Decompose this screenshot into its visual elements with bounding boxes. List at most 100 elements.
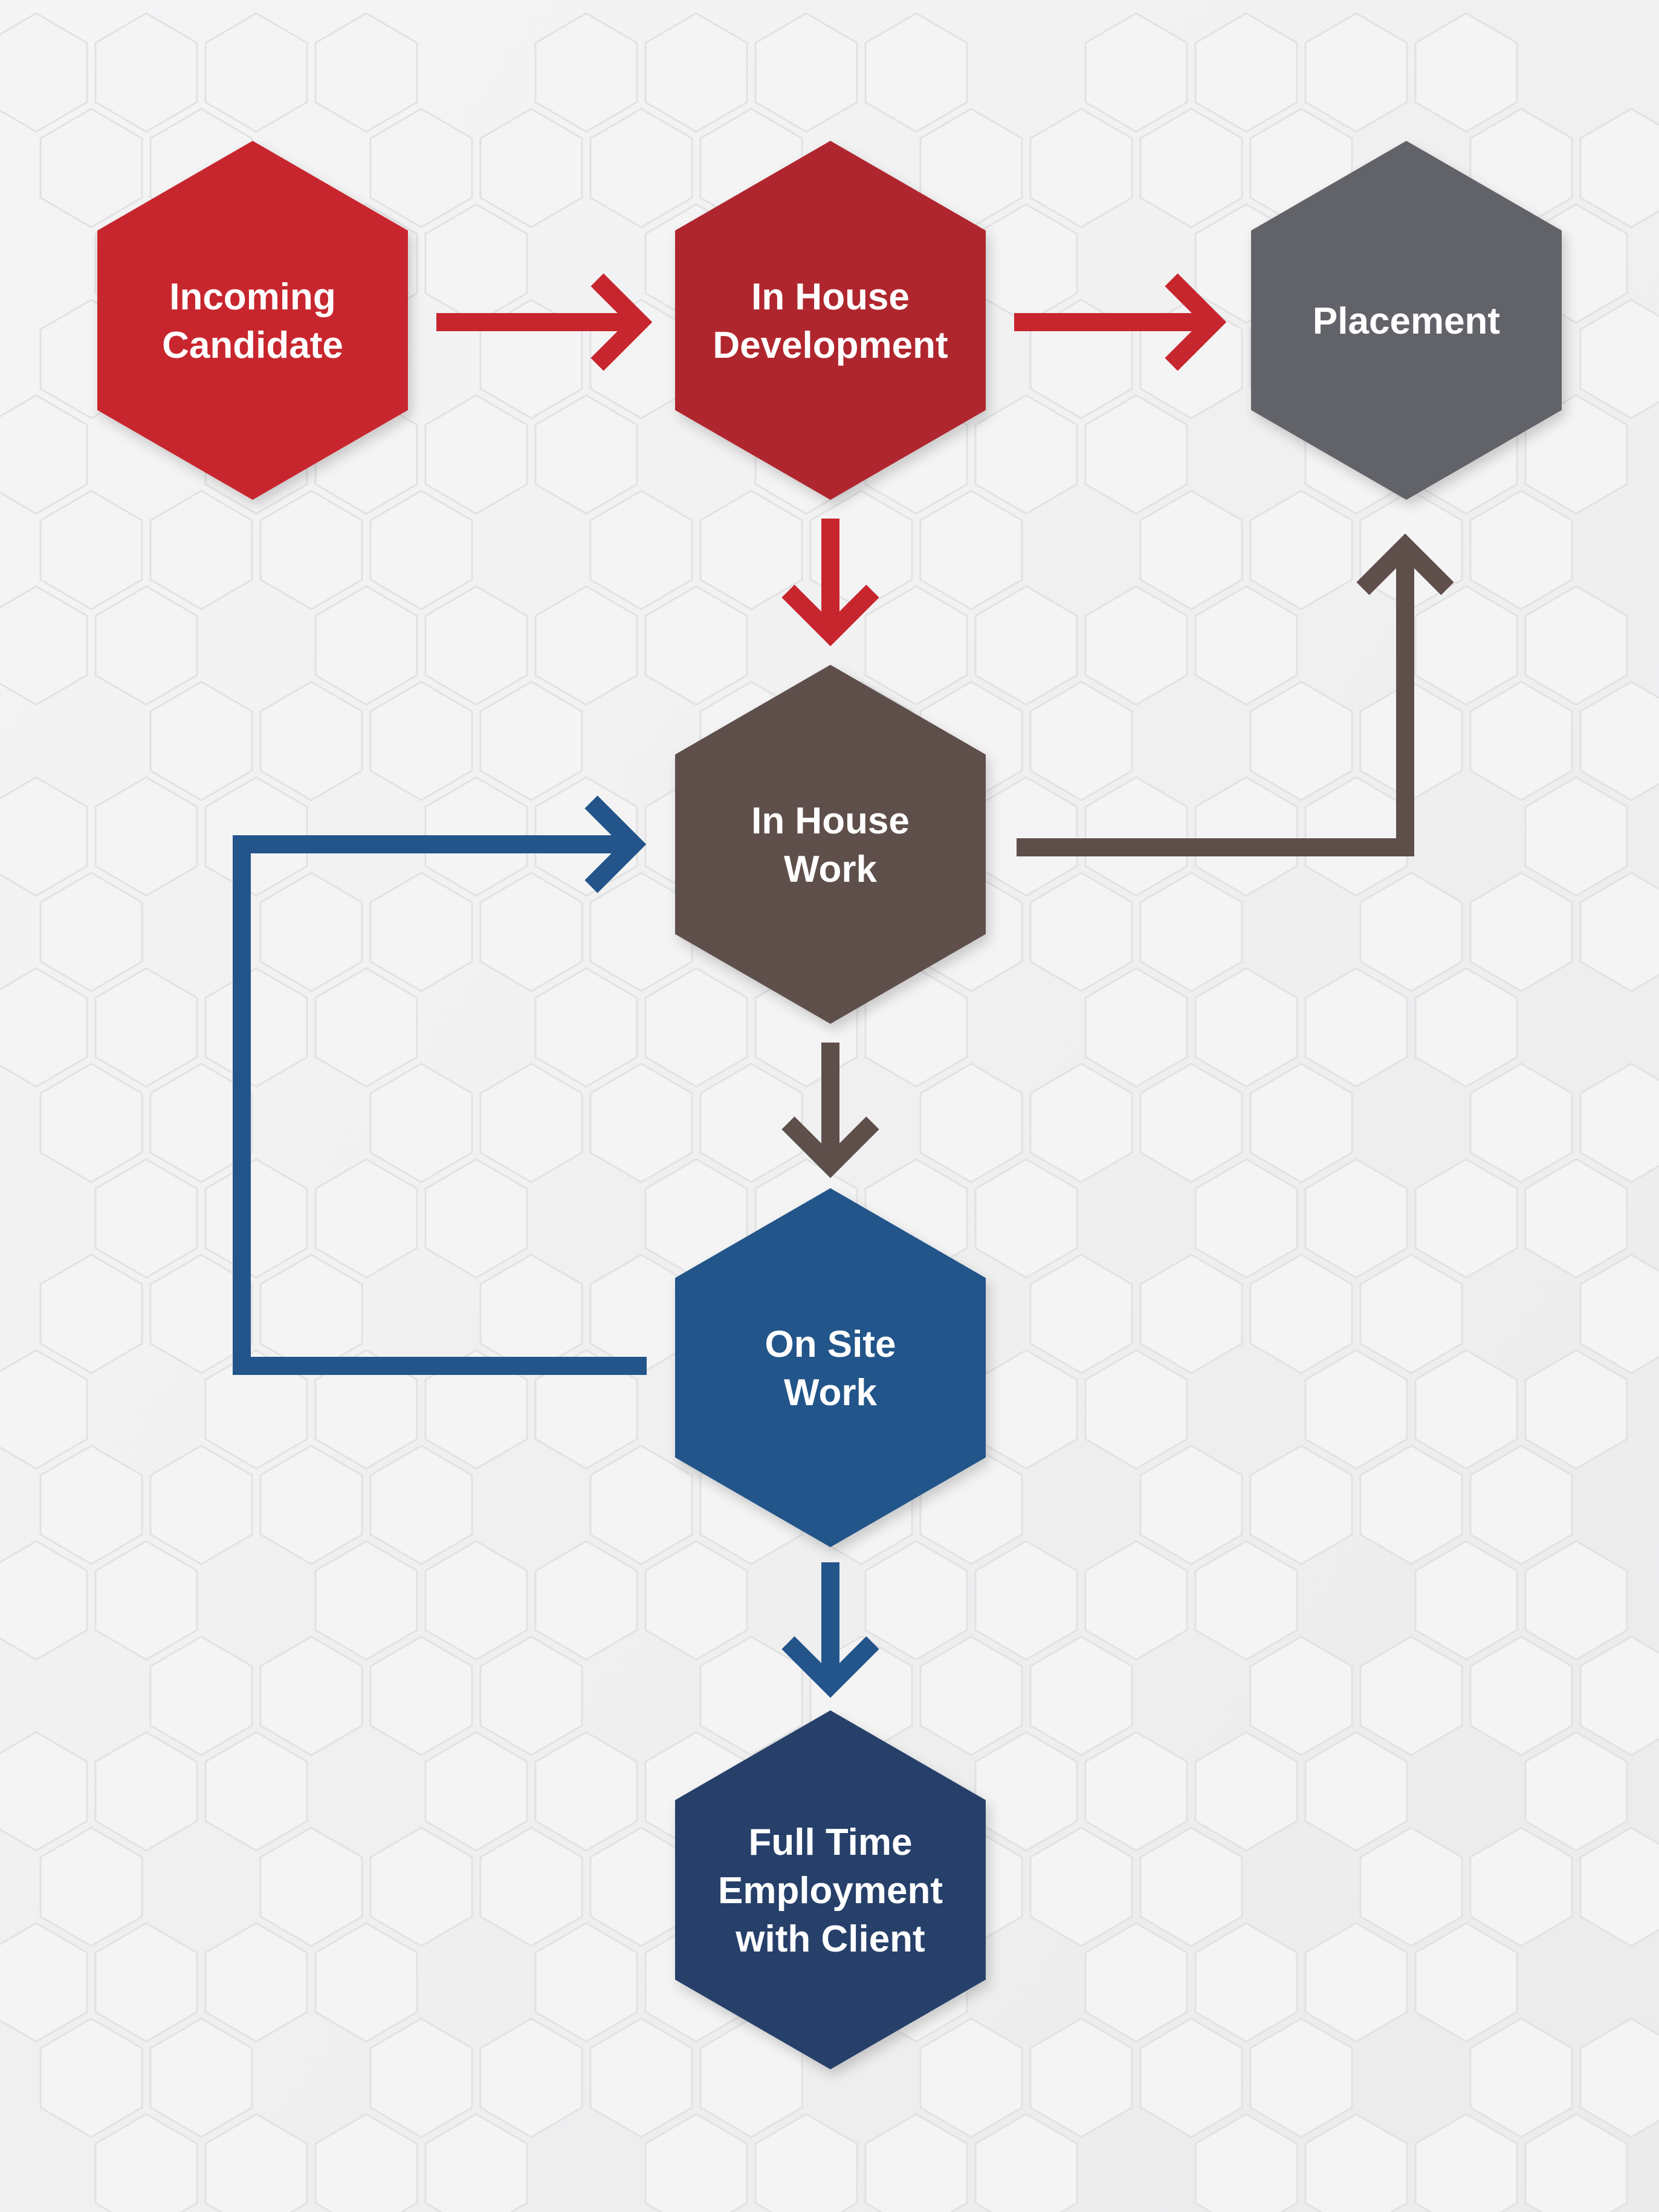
background-hexagon <box>1469 681 1573 801</box>
background-hexagon <box>204 967 308 1088</box>
background-hexagon <box>644 967 748 1088</box>
background-hexagon <box>1524 776 1628 897</box>
node-hexagon <box>675 141 986 500</box>
background-hexagon <box>1194 1731 1298 1852</box>
background-hexagon <box>1139 1253 1243 1374</box>
background-hexagon <box>94 12 198 133</box>
background-hexagon <box>39 1444 143 1565</box>
background-hexagon <box>369 2017 473 2138</box>
background-hexagon <box>314 585 418 706</box>
background-hexagon <box>1304 1731 1408 1852</box>
background-hexagon <box>204 1158 308 1279</box>
background-hexagon <box>259 490 363 610</box>
background-hexagon <box>644 12 748 133</box>
node-label: Incoming <box>169 276 336 318</box>
background-hexagon <box>369 1444 473 1565</box>
background-hexagon <box>1194 776 1298 897</box>
background-hexagon <box>479 1635 583 1756</box>
node-label: On Site <box>765 1324 896 1365</box>
node-label: Candidate <box>162 325 343 366</box>
background-hexagon <box>589 1444 693 1565</box>
background-hexagon <box>1249 1635 1353 1756</box>
background-hexagon <box>94 585 198 706</box>
background-hexagon <box>1194 585 1298 706</box>
background-hexagon <box>1579 681 1659 801</box>
background-hexagon <box>1414 1540 1518 1661</box>
background-hexagon <box>0 585 88 706</box>
background-hexagon <box>204 1349 308 1470</box>
node-hexagon <box>675 665 986 1024</box>
node-label: Employment <box>718 1870 943 1912</box>
background-hexagon <box>1469 1062 1573 1183</box>
background-hexagon <box>1194 12 1298 133</box>
background-hexagon <box>1139 1444 1243 1565</box>
background-hexagon <box>534 394 638 515</box>
background-hexagon <box>0 1540 88 1661</box>
node-label: Development <box>713 325 948 366</box>
background-hexagon <box>204 1922 308 2043</box>
background-hexagon <box>39 2017 143 2138</box>
background-hexagon <box>1029 681 1133 801</box>
background-hexagon <box>314 1540 418 1661</box>
background-hexagon <box>0 776 88 897</box>
background-hexagon <box>479 108 583 228</box>
background-hexagon <box>1579 108 1659 228</box>
background-hexagon <box>369 1062 473 1183</box>
background-hexagon <box>479 2017 583 2138</box>
background-hexagon <box>1139 872 1243 992</box>
background-hexagon <box>1194 967 1298 1088</box>
background-hexagon <box>1029 1635 1133 1756</box>
background-hexagon <box>1194 1158 1298 1279</box>
background-hexagon <box>369 1635 473 1756</box>
background-hexagon <box>0 1922 88 2043</box>
background-hexagon <box>314 1922 418 2043</box>
background-hexagon <box>919 1062 1023 1183</box>
node-label: Work <box>784 849 877 890</box>
background-hexagon <box>589 490 693 610</box>
background-hexagon <box>314 12 418 133</box>
node-label: with Client <box>735 1918 925 1960</box>
background-hexagon <box>39 1062 143 1183</box>
background-hexagon <box>1359 1253 1463 1374</box>
background-hexagon <box>1139 1826 1243 1947</box>
background-hexagon <box>1414 585 1518 706</box>
background-hexagon <box>919 490 1023 610</box>
background-hexagon <box>754 12 858 133</box>
background-hexagon <box>974 1731 1078 1852</box>
background-hexagon <box>1359 1444 1463 1565</box>
background-hexagon <box>974 1158 1078 1279</box>
background-hexagon <box>589 1062 693 1183</box>
background-hexagon <box>1304 1158 1408 1279</box>
background-hexagon <box>479 1826 583 1947</box>
background-hexagon <box>1304 2113 1408 2212</box>
background-hexagon <box>1139 108 1243 228</box>
background-hexagon <box>94 967 198 1088</box>
background-hexagon <box>1084 1349 1188 1470</box>
background-hexagon <box>1579 299 1659 419</box>
node-label: In House <box>751 800 910 842</box>
background-hexagon <box>0 967 88 1088</box>
background-hexagon <box>369 108 473 228</box>
background-hexagon <box>204 2113 308 2212</box>
background-hexagon <box>1084 394 1188 515</box>
background-hexagon <box>479 1062 583 1183</box>
background-hexagon <box>1304 967 1408 1088</box>
background-hexagon <box>94 1540 198 1661</box>
arrowhead-down-icon <box>781 1116 879 1179</box>
background-hexagon <box>534 1540 638 1661</box>
background-hexagon <box>39 1253 143 1374</box>
background-hexagon <box>314 2113 418 2212</box>
background-hexagon <box>1579 872 1659 992</box>
node-label: In House <box>751 276 910 318</box>
background-hexagon <box>1084 585 1188 706</box>
background-hexagon <box>259 681 363 801</box>
node-label: Work <box>784 1372 877 1414</box>
background-hexagon <box>1029 2017 1133 2138</box>
background-hexagon <box>974 585 1078 706</box>
background-hexagon <box>39 872 143 992</box>
background-hexagon <box>534 12 638 133</box>
background-hexagon <box>864 2113 968 2212</box>
background-hexagon <box>1469 872 1573 992</box>
